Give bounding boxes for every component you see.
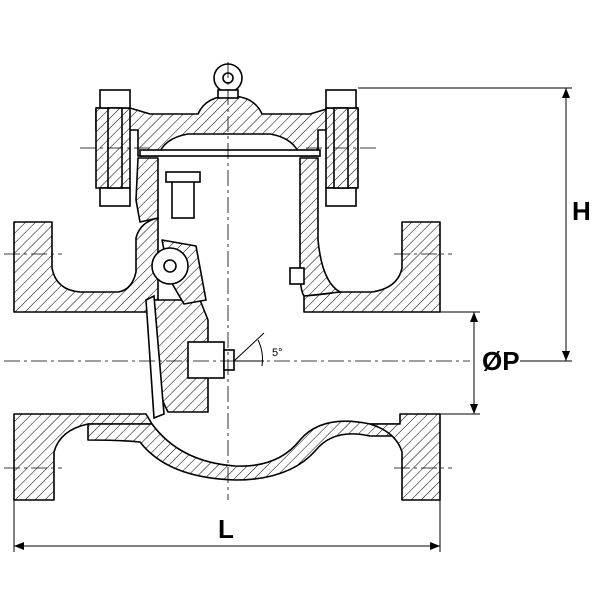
angle-tilted-line: [233, 332, 265, 362]
right-bolt-nut-bottom: [325, 187, 357, 207]
hinge-bolt-head: [165, 171, 201, 183]
l-arrow-left: [14, 542, 24, 550]
disc-nut: [187, 341, 225, 379]
angle-arc: [257, 339, 263, 367]
bonnet-gasket: [139, 149, 321, 157]
bonnet-bolts: [99, 63, 357, 420]
h-arrow-bottom: [562, 351, 570, 361]
bonnet-cover: [95, 95, 359, 157]
left-flange-upper: [13, 217, 159, 313]
p-arrow-bottom: [470, 404, 478, 414]
seat-ring: [145, 294, 165, 420]
l-arrow-right: [430, 542, 440, 550]
left-bolt-nut-top: [99, 89, 131, 109]
p-arrow-top: [470, 312, 478, 322]
hinge-bolt: [171, 177, 195, 219]
height-label: H: [572, 196, 591, 226]
lower-body-shell: [87, 420, 401, 481]
dimension-arrows: [14, 88, 570, 550]
right-bolt-nut-top: [325, 89, 357, 109]
right-flange-upper: [303, 221, 441, 313]
dimension-lines: [13, 87, 572, 552]
angle-label: 5°: [272, 347, 283, 359]
body-stop: [289, 267, 305, 285]
hinge-pin-center: [163, 259, 177, 273]
center-lines: [4, 62, 470, 500]
right-flange-lower: [369, 413, 441, 501]
left-bolt-nut-bottom: [99, 187, 131, 207]
disc-nut-stud: [223, 349, 235, 371]
diameter-label: ØP: [482, 346, 520, 376]
left-body-wall: [135, 157, 159, 223]
h-arrow-top: [562, 88, 570, 98]
length-label: L: [218, 514, 234, 544]
